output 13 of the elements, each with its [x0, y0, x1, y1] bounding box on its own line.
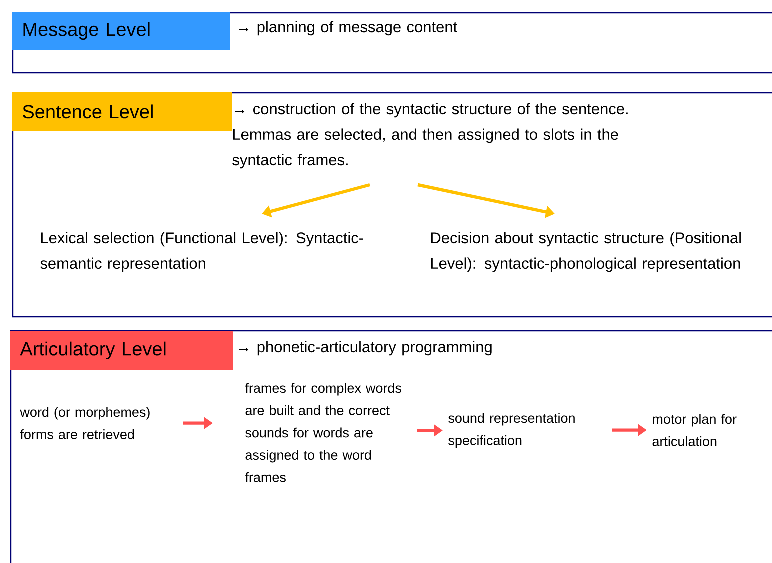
process-text: motor plan for articulation [652, 414, 737, 446]
representation-text: Decision about syntactic structure (Positional Level): syntactic-phonological representation [431, 232, 741, 272]
process-text: sound representation specification [448, 413, 575, 448]
description-text: → planning of message content [239, 21, 458, 36]
level-panel [10, 330, 772, 563]
representation-text: Lexical selection (Functional Level): Syntactic-semantic representation [40, 232, 364, 272]
level-tab: Articulatory Level [10, 331, 234, 370]
level-tab: Message Level [12, 12, 230, 50]
process-text: word (or morphemes) forms are retrieved [20, 407, 150, 440]
description-text: → construction of the syntactic structure of the sentence. Lemmas are selected, and then assigned to slots in the syntactic frames. [232, 103, 628, 169]
level-tab: Sentence Level [12, 92, 232, 132]
description-text: → phonetic-articulatory programming [239, 341, 492, 356]
process-text: frames for complex words are built and the correct sounds for words are assigned to the word frames [245, 383, 402, 482]
